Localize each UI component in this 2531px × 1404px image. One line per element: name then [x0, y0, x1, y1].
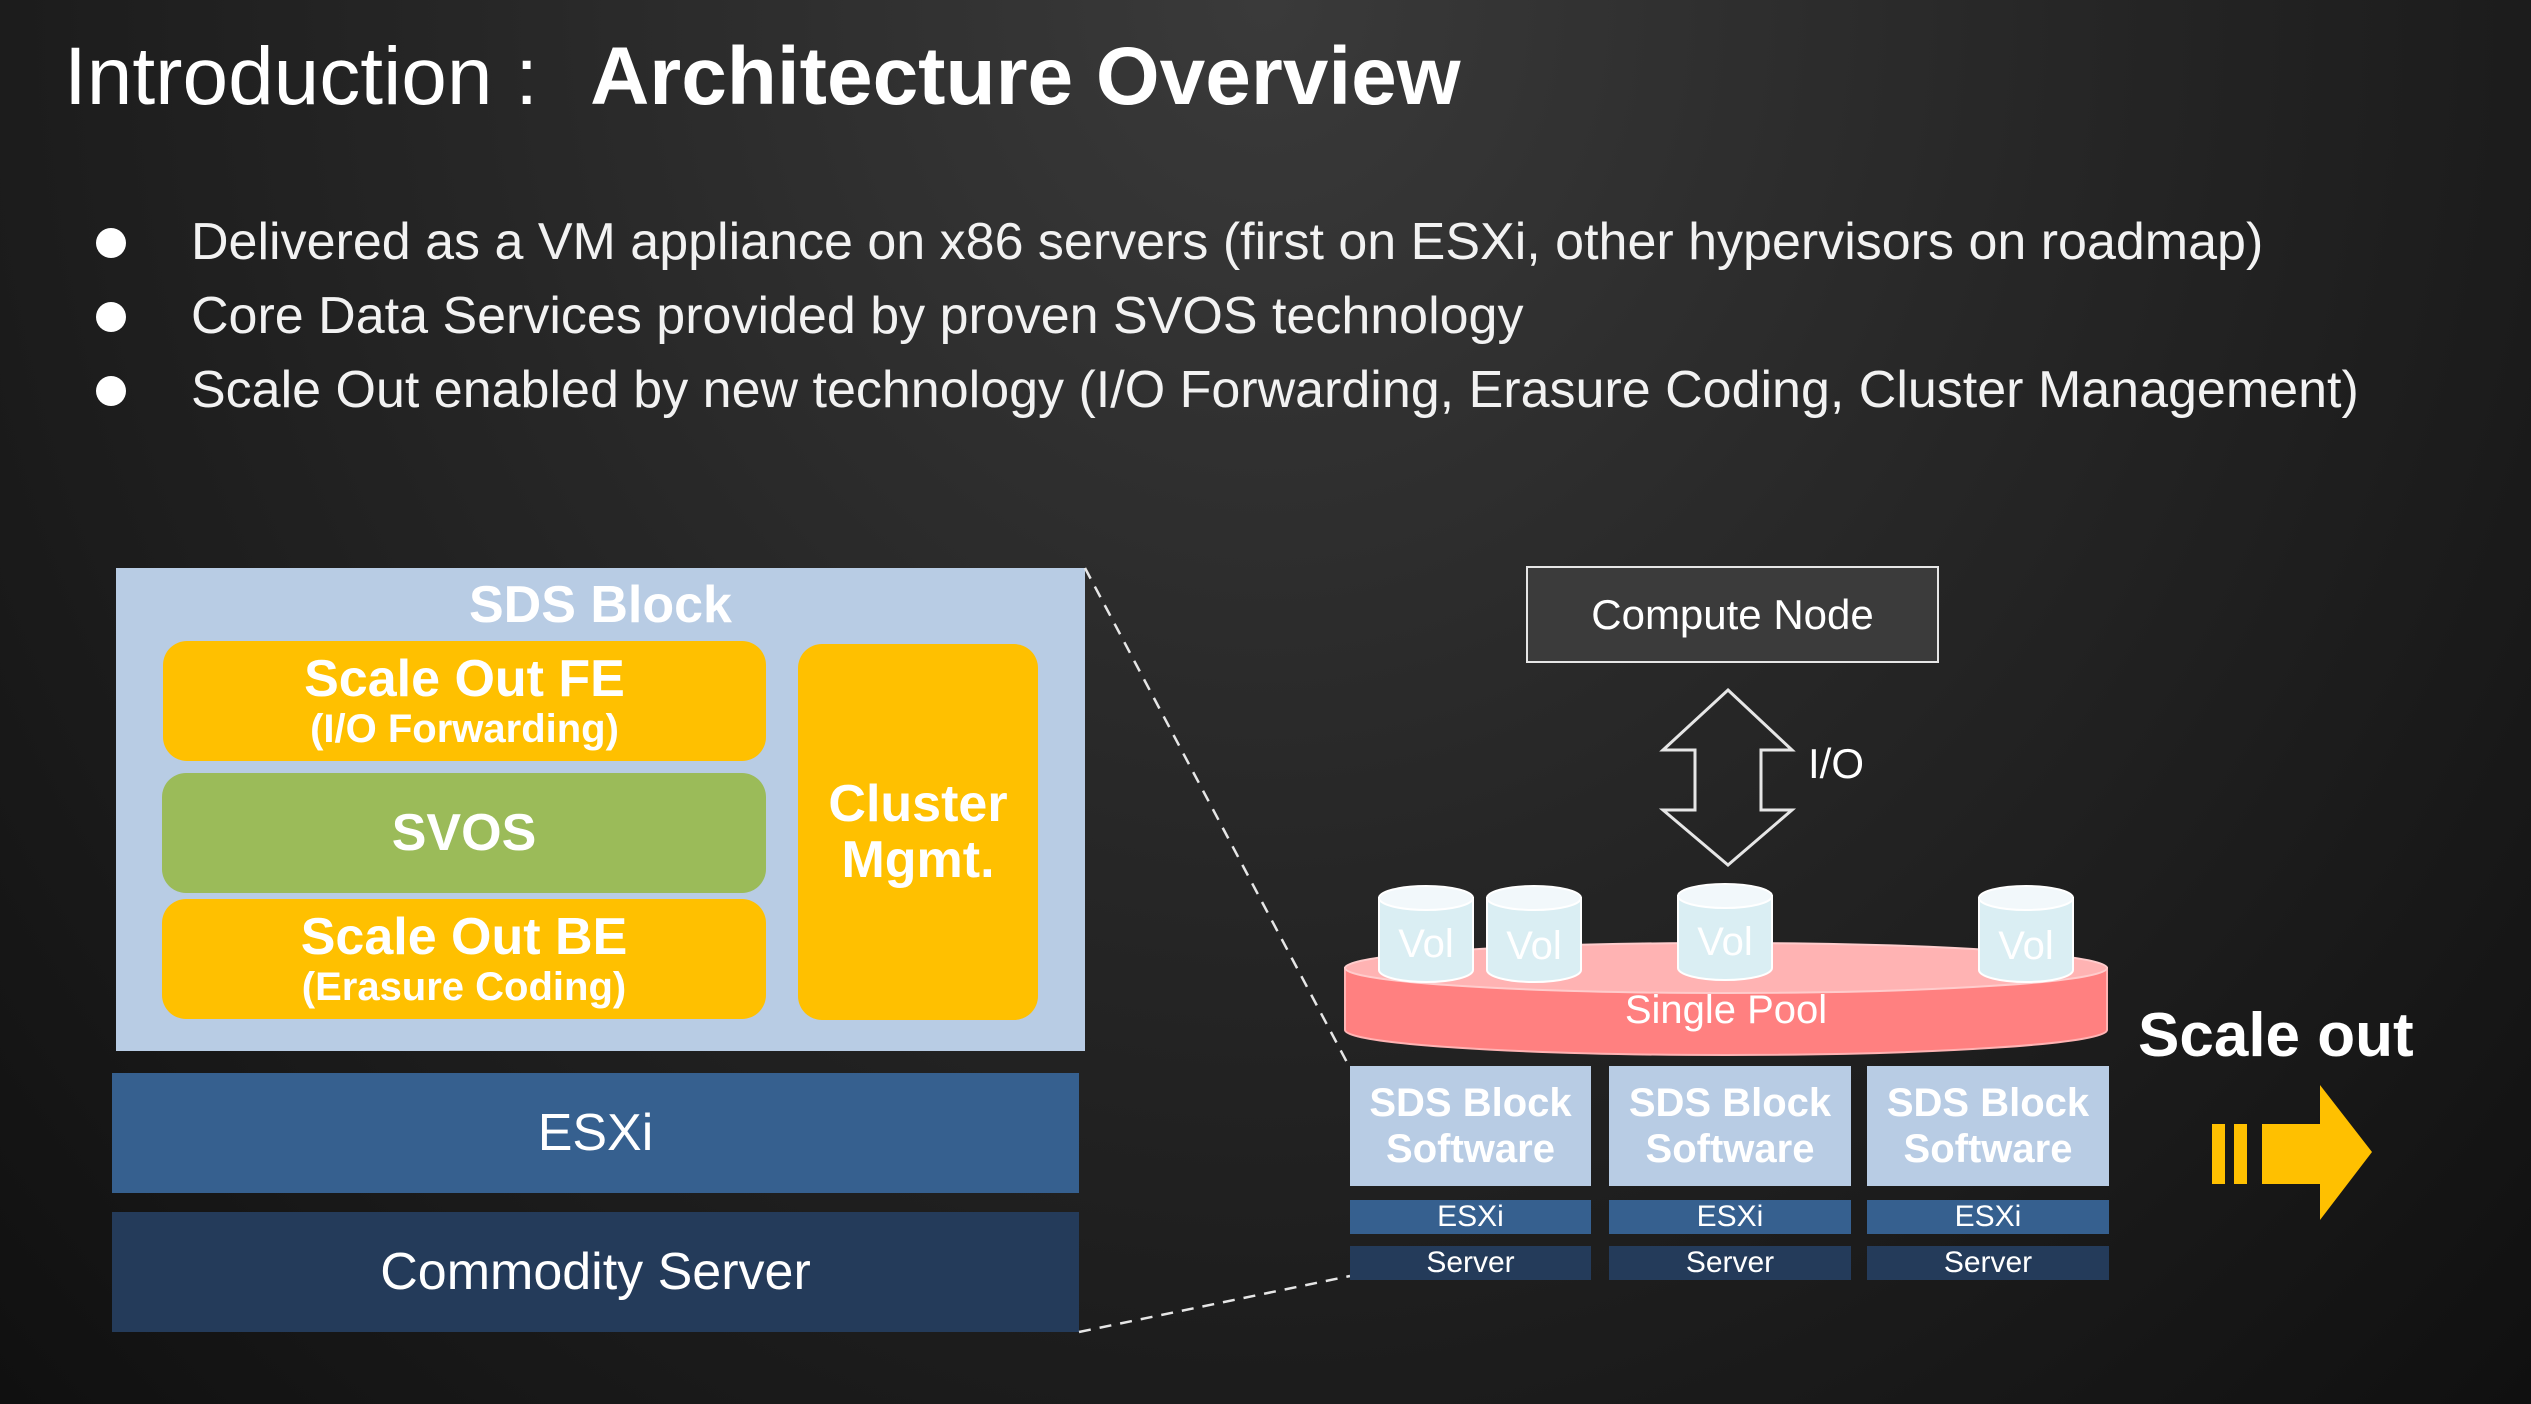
- node-esxi-label: ESXi: [1696, 1200, 1764, 1233]
- commodity-server-label: Commodity Server: [380, 1243, 811, 1301]
- io-double-arrow-icon: [1658, 687, 1797, 867]
- svos-box: SVOS: [162, 773, 766, 893]
- volume-cylinder-icon: [1378, 885, 1474, 983]
- zoom-dashed-line-top: [1083, 567, 1352, 1069]
- single-pool-label: Single Pool: [1624, 988, 1828, 1032]
- scale-out-arrow-icon: [2212, 1085, 2372, 1220]
- scale-out-fe-title: Scale Out FE: [304, 650, 625, 708]
- node-software-line2: Software: [1903, 1127, 2073, 1171]
- node-esxi-label: ESXi: [1954, 1200, 2022, 1233]
- bullet-dot-icon: [96, 302, 126, 332]
- node-esxi-bar: ESXi: [1609, 1200, 1851, 1234]
- cluster-mgmt-line2: Mgmt.: [841, 831, 995, 889]
- bullet-text: Core Data Services provided by proven SV…: [191, 287, 1524, 345]
- volume-label: Vol: [1398, 922, 1454, 966]
- node-esxi-bar: ESXi: [1867, 1200, 2109, 1234]
- node-sds-software-box: SDS Block Software: [1867, 1066, 2109, 1186]
- node-software-line2: Software: [1386, 1127, 1555, 1171]
- volume-cylinder-icon: [1978, 885, 2074, 983]
- volume-cylinder-icon: [1486, 885, 1582, 983]
- scale-out-label: Scale out: [2138, 1001, 2414, 1070]
- esxi-layer: ESXi: [112, 1073, 1079, 1193]
- scale-out-be-box: Scale Out BE (Erasure Coding): [162, 899, 766, 1019]
- scale-out-be-title: Scale Out BE: [300, 908, 628, 966]
- bullet-dot-icon: [96, 376, 126, 406]
- cluster-mgmt-line1: Cluster: [828, 775, 1008, 833]
- node-software-line1: SDS Block: [1369, 1081, 1572, 1125]
- compute-node-box: Compute Node: [1526, 566, 1939, 663]
- node-server-label: Server: [1943, 1246, 2033, 1279]
- volume-label: Vol: [1506, 924, 1562, 968]
- node-sds-software-box: SDS Block Software: [1350, 1066, 1591, 1186]
- scale-out-fe-subtitle: (I/O Forwarding): [310, 707, 619, 751]
- volume-label: Vol: [1697, 920, 1753, 964]
- bullet-dot-icon: [96, 228, 126, 258]
- io-label: I/O: [1808, 740, 1865, 787]
- title-prefix: Introduction :: [64, 31, 539, 122]
- commodity-server-layer: Commodity Server: [112, 1212, 1079, 1332]
- node-software-line1: SDS Block: [1886, 1081, 2090, 1125]
- node-sds-software-box: SDS Block Software: [1609, 1066, 1851, 1186]
- node-esxi-bar: ESXi: [1350, 1200, 1591, 1234]
- title-main: Architecture Overview: [590, 31, 1461, 122]
- node-server-bar: Server: [1350, 1246, 1591, 1280]
- volume-cylinder-icon: [1677, 883, 1773, 981]
- bullet-text: Scale Out enabled by new technology (I/O…: [191, 361, 2359, 419]
- node-software-line1: SDS Block: [1628, 1081, 1832, 1125]
- compute-node-label: Compute Node: [1591, 591, 1874, 638]
- scale-out-fe-box: Scale Out FE (I/O Forwarding): [163, 641, 766, 761]
- node-server-label: Server: [1685, 1246, 1775, 1279]
- node-esxi-label: ESXi: [1437, 1200, 1504, 1233]
- zoom-dashed-line-bottom: [1078, 1274, 1351, 1334]
- node-software-line2: Software: [1645, 1127, 1815, 1171]
- sds-block-label: SDS Block: [469, 576, 732, 634]
- bullet-text: Delivered as a VM appliance on x86 serve…: [191, 213, 2264, 271]
- cluster-mgmt-box: Cluster Mgmt.: [798, 644, 1038, 1020]
- slide-title: Introduction : Architecture Overview: [64, 30, 1461, 124]
- volume-label: Vol: [1998, 924, 2054, 968]
- scale-out-be-subtitle: (Erasure Coding): [301, 965, 627, 1009]
- svos-label: SVOS: [391, 804, 537, 862]
- node-server-bar: Server: [1609, 1246, 1851, 1280]
- esxi-layer-label: ESXi: [537, 1104, 654, 1162]
- node-server-label: Server: [1426, 1246, 1515, 1279]
- node-server-bar: Server: [1867, 1246, 2109, 1280]
